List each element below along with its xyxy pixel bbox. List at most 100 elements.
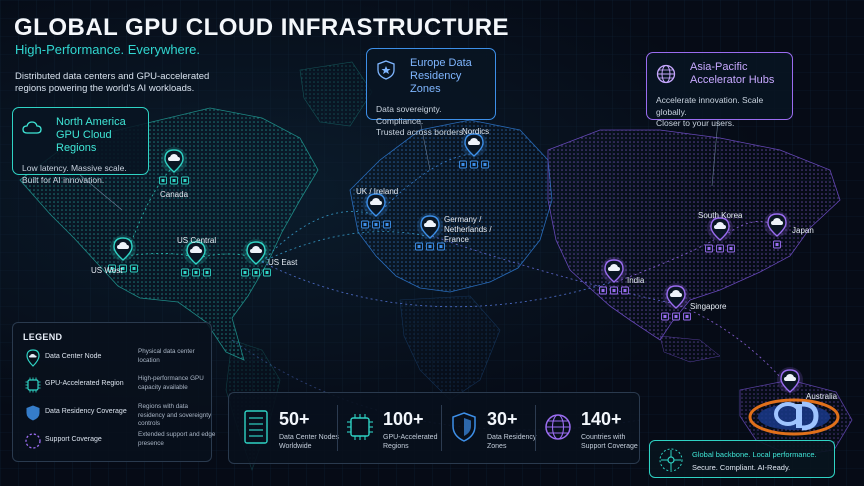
legend-item-name: Data Residency Coverage — [45, 408, 127, 415]
north-america-callout: North America GPU Cloud Regions Low late… — [12, 107, 149, 185]
legend-panel: LEGEND Data Center Node Physical data ce… — [12, 322, 215, 462]
callout-title: North America GPU Cloud Regions — [56, 116, 126, 154]
legend-item-name: GPU-Accelerated Region — [45, 380, 124, 387]
shield-icon — [26, 405, 40, 421]
stat-item: 140+ Countries with Support Coverage — [543, 401, 639, 459]
callout-body: Low latency. Massive scale. Built for AI… — [22, 163, 139, 186]
legend-item-desc: Physical data center location — [138, 348, 195, 364]
data-center-pin — [601, 257, 627, 283]
data-center-pin — [764, 211, 790, 237]
gpu-chip-core — [254, 271, 258, 274]
stat-value: 50+ — [279, 409, 310, 429]
gpu-chip-core — [183, 179, 187, 182]
site-label-us-east: US East — [268, 258, 298, 267]
legend-heading: LEGEND — [23, 332, 63, 342]
stat-label: Data Residency Zones — [487, 434, 537, 450]
stat-value: 30+ — [487, 409, 518, 429]
gpu-chip-core — [729, 247, 733, 250]
site-label-us-west: US West — [91, 266, 123, 275]
logo — [748, 398, 840, 436]
gpu-chip-core — [161, 179, 165, 182]
gpu-chip-core — [483, 163, 487, 166]
site-label-us-central: US Central — [177, 236, 217, 245]
legend-item: GPU-Accelerated Region High-performance … — [21, 374, 211, 398]
site-label-australia: Australia — [806, 392, 838, 401]
site-label-india: India — [627, 276, 645, 285]
site-label-japan: Japan — [792, 226, 814, 235]
stat-label: Data Center Nodes Worldwide — [279, 434, 339, 450]
gpu-chip-core — [461, 163, 465, 166]
globe-icon — [656, 64, 676, 84]
globe-icon — [545, 414, 571, 440]
gpu-chip-core — [385, 223, 389, 226]
data-center-pin — [161, 147, 187, 173]
gpu-chip-core — [623, 289, 627, 292]
callout-body-line: Accelerate innovation. Scale globally. — [656, 95, 764, 117]
data-center-pin — [243, 239, 269, 265]
callout-body: Accelerate innovation. Scale globally. C… — [656, 95, 783, 130]
stat-value: 140+ — [581, 409, 622, 429]
gpu-chip-core — [775, 243, 779, 246]
gpu-chip-core — [110, 267, 114, 270]
legend-item: Data Center Node Physical data center lo… — [21, 347, 211, 371]
site-label-south-korea: South Korea — [698, 211, 743, 220]
legend-item-desc: High-performance GPU capacity available — [138, 375, 204, 391]
asia-landmass — [547, 129, 841, 341]
stat-divider — [535, 405, 536, 451]
gpu-chip-core — [121, 267, 125, 270]
data-center-pin — [663, 283, 689, 309]
chip-icon — [347, 414, 373, 440]
gpu-chip-core — [428, 245, 432, 248]
legend-item-desc: Extended support and edge presence — [138, 431, 216, 447]
server-icon — [244, 410, 268, 444]
callout-body-line: Low latency. Massive scale. — [22, 163, 127, 173]
gpu-chip-core — [183, 271, 187, 274]
data-center-pin — [183, 239, 209, 265]
stat-label: GPU-Accelerated Regions — [383, 434, 438, 450]
callout-body: Data sovereignty. Compliance. Trusted ac… — [376, 104, 486, 139]
site-label-germany-netherlands-france: Germany / Netherlands / France — [444, 215, 492, 244]
gpu-chip-core — [132, 267, 136, 270]
chip-icon — [25, 377, 41, 393]
callout-body-line: Data sovereignty. Compliance. — [376, 104, 442, 126]
map-pin-icon — [26, 349, 40, 367]
page-subtitle: High-Performance. Everywhere. — [15, 42, 200, 57]
tagline-line-2: Secure. Compliant. AI-Ready. — [692, 463, 791, 472]
callout-title: Asia-Pacific Accelerator Hubs — [690, 61, 775, 86]
cloud-icon — [22, 121, 42, 134]
stat-divider — [337, 405, 338, 451]
gpu-chip-core — [674, 315, 678, 318]
gpu-chip-core — [417, 245, 421, 248]
data-center-pin — [110, 235, 136, 261]
gpu-chip-core — [707, 247, 711, 250]
stat-item: 30+ Data Residency Zones — [449, 401, 541, 459]
legend-item: Support Coverage Extended support and ed… — [21, 430, 215, 454]
tagline-panel: Global backbone. Local performance. Secu… — [649, 440, 835, 478]
site-label-canada: Canada — [160, 190, 189, 199]
callout-body-line: Built for AI innovation. — [22, 174, 105, 185]
shield-icon — [377, 60, 395, 80]
tagline-line-1: Global backbone. Local performance. — [692, 450, 817, 459]
legend-item-name: Data Center Node — [45, 353, 102, 360]
stat-value: 100+ — [383, 409, 424, 429]
site-label-uk-ireland: UK / Ireland — [356, 187, 399, 196]
site-label-nordics: Nordics — [462, 127, 490, 136]
stat-divider — [441, 405, 442, 451]
europe-callout: Europe Data Residency Zones Data soverei… — [366, 48, 496, 137]
data-center-pin — [777, 367, 803, 393]
legend-item: Data Residency Coverage Regions with dat… — [21, 402, 211, 427]
callout-title: Europe Data Residency Zones — [410, 57, 472, 95]
gpu-chip-core — [472, 163, 476, 166]
site-label-singapore: Singapore — [690, 302, 727, 311]
stat-item: 50+ Data Center Nodes Worldwide — [241, 401, 339, 459]
gpu-chip-core — [194, 271, 198, 274]
stats-panel: 50+ Data Center Nodes Worldwide 100+ GPU… — [228, 392, 640, 464]
callout-body-line: Trusted across borders. — [376, 127, 466, 137]
gpu-chip-core — [363, 223, 367, 226]
data-center-pin — [417, 213, 443, 239]
gpu-chip-core — [663, 315, 667, 318]
gpu-chip-core — [601, 289, 605, 292]
legend-item-desc: Regions with data residency and sovereig… — [138, 403, 212, 427]
data-center-pin — [461, 131, 487, 157]
